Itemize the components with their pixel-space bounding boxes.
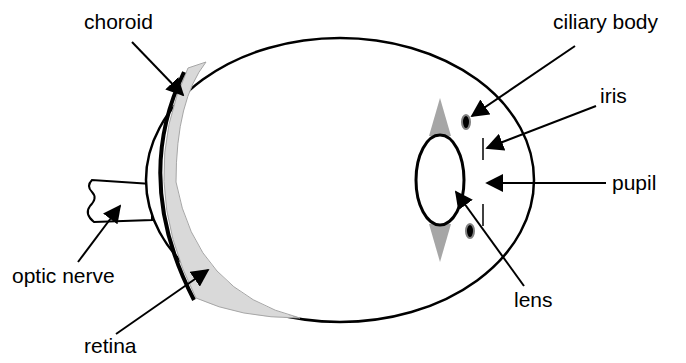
leader-line: [487, 106, 596, 148]
part-label: pupil: [612, 171, 656, 195]
leader-line: [456, 192, 524, 286]
suspensory-ligament: [429, 98, 451, 136]
eyeball-outline: [146, 38, 534, 322]
part-label: ciliary body: [553, 10, 658, 34]
iris-shape: [482, 204, 484, 226]
lens-shape: [416, 135, 464, 225]
part-label: retina: [84, 334, 137, 358]
leader-line: [78, 206, 120, 262]
ciliary-body-shape: [462, 115, 470, 129]
iris-shape: [482, 138, 484, 160]
part-label: lens: [514, 288, 553, 312]
part-label: optic nerve: [12, 264, 115, 288]
leader-line: [116, 270, 208, 334]
leader-line: [132, 42, 183, 95]
optic-nerve-shape: [88, 180, 152, 222]
part-label: choroid: [84, 10, 153, 34]
leader-line: [487, 182, 606, 184]
choroid-layer: [160, 72, 194, 300]
ciliary-body-shape: [466, 224, 474, 238]
part-label: iris: [600, 84, 627, 108]
leader-line: [472, 46, 575, 116]
suspensory-ligament: [429, 224, 451, 262]
